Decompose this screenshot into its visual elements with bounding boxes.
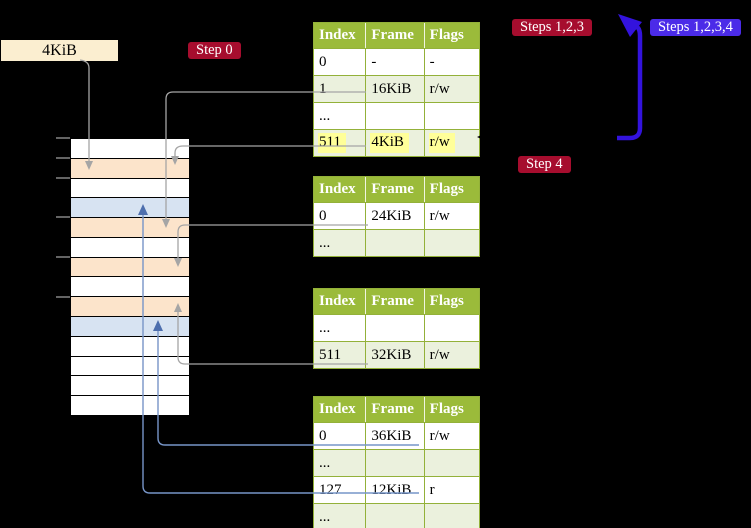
cell-flags: r <box>429 481 435 498</box>
column-header-flags: Flags <box>429 181 464 197</box>
cell-index: ... <box>314 504 367 528</box>
table-header-row: Index Frame Flags <box>314 397 479 422</box>
column-header-flags: Flags <box>429 27 464 43</box>
column-header-frame: Frame <box>366 397 425 422</box>
cell-flags: r/w <box>429 427 450 444</box>
cell-frame: 12KiB <box>366 477 425 503</box>
physical-memory-column <box>70 138 190 416</box>
cell-frame <box>366 450 425 476</box>
memory-frame-40kib <box>71 337 189 357</box>
cell-frame: 32KiB <box>366 342 425 368</box>
cell-index: 0 <box>314 49 367 75</box>
cell-frame: 24KiB <box>366 203 425 229</box>
table-row: 1 16KiB r/w <box>314 75 479 102</box>
column-header-flags: Flags <box>429 401 464 417</box>
cell-index: 0 <box>314 203 367 229</box>
table-row: ... <box>314 503 479 528</box>
memory-frame-48kib <box>71 376 189 397</box>
badge-step-4: Step 4 <box>518 156 571 173</box>
memory-frame-32kib <box>71 297 189 318</box>
column-header-frame: Frame <box>366 177 425 202</box>
cell-flags <box>425 450 479 476</box>
memory-frame-36kib <box>71 317 189 337</box>
recursive-loop-arrow <box>617 14 643 141</box>
memory-tick-marks <box>56 137 70 298</box>
memory-frame-44kib <box>71 357 189 377</box>
table-row: ... <box>314 449 479 476</box>
memory-frame-8kib <box>71 179 189 199</box>
cell-frame: 36KiB <box>366 423 425 449</box>
highlight: r/w <box>428 133 455 153</box>
cell-flags: r/w <box>425 130 479 156</box>
cell-frame: 16KiB <box>366 76 425 102</box>
cell-frame: 4KiB <box>366 130 425 156</box>
cell-flags: r/w <box>429 346 450 363</box>
column-header-index: Index <box>314 397 367 422</box>
table-row: 0 - - <box>314 48 479 75</box>
column-header-index: Index <box>314 23 367 48</box>
cell-index: 511 <box>314 130 367 156</box>
cell-flags <box>425 230 479 256</box>
cell-index: 511 <box>314 342 367 368</box>
table-row: ... <box>314 102 479 129</box>
memory-frame-28kib <box>71 277 189 298</box>
table-header-row: Index Frame Flags <box>314 177 479 202</box>
page-table-1: Index Frame Flags 0 - - 1 16KiB r/w ... … <box>313 22 480 157</box>
table-row: 127 12KiB r <box>314 476 479 503</box>
column-header-index: Index <box>314 177 367 202</box>
memory-frame-4kib <box>71 158 189 179</box>
memory-frame-20kib <box>71 238 189 258</box>
cell-index: ... <box>314 230 367 256</box>
page-table-4: Index Frame Flags 0 36KiB r/w ... 127 12… <box>313 396 480 528</box>
cell-index: ... <box>314 103 367 129</box>
cell-index: 127 <box>314 477 367 503</box>
column-header-index: Index <box>314 289 367 314</box>
table-row: 0 24KiB r/w <box>314 202 479 229</box>
table-row: ... <box>314 314 479 341</box>
memory-frame-0kib <box>71 139 189 159</box>
cell-index: 0 <box>314 423 367 449</box>
cell-flags <box>425 103 479 129</box>
cell-index: ... <box>314 450 367 476</box>
cell-index: ... <box>314 315 367 341</box>
cell-flags <box>425 315 479 341</box>
table-row: 511 32KiB r/w <box>314 341 479 368</box>
cell-flags: r/w <box>429 80 450 97</box>
badge-steps-1234: Steps 1,2,3,4 <box>650 19 741 36</box>
table-row-highlighted: 511 4KiB r/w <box>314 129 479 156</box>
cell-frame <box>366 103 425 129</box>
cell-flags <box>425 504 479 528</box>
badge-step-0: Step 0 <box>188 42 241 59</box>
column-header-flags: Flags <box>429 293 464 309</box>
table-header-row: Index Frame Flags <box>314 289 479 314</box>
page-table-2: Index Frame Flags 0 24KiB r/w ... <box>313 176 480 257</box>
table-row: 0 36KiB r/w <box>314 422 479 449</box>
cell-frame <box>366 315 425 341</box>
page-table-3: Index Frame Flags ... 511 32KiB r/w <box>313 288 480 369</box>
column-header-frame: Frame <box>366 289 425 314</box>
cell-index: 1 <box>314 76 367 102</box>
cell-flags: - <box>429 53 435 70</box>
memory-frame-24kib <box>71 257 189 278</box>
memory-frame-16kib <box>71 218 189 238</box>
memory-frame-52kib <box>71 396 189 415</box>
badge-steps-123: Steps 1,2,3 <box>512 19 593 36</box>
memory-frame-12kib <box>71 198 189 219</box>
highlight: 4KiB <box>370 133 409 153</box>
cell-flags: r/w <box>429 207 450 224</box>
highlight: 511 <box>318 133 346 153</box>
arrow-loop-into-t1e511 <box>477 131 616 143</box>
frame-size-label: 4KiB <box>1 40 118 61</box>
column-header-frame: Frame <box>366 23 425 48</box>
cell-frame <box>366 504 425 528</box>
cell-frame <box>366 230 425 256</box>
table-row: ... <box>314 229 479 256</box>
table-header-row: Index Frame Flags <box>314 23 479 48</box>
cell-frame: - <box>366 49 425 75</box>
